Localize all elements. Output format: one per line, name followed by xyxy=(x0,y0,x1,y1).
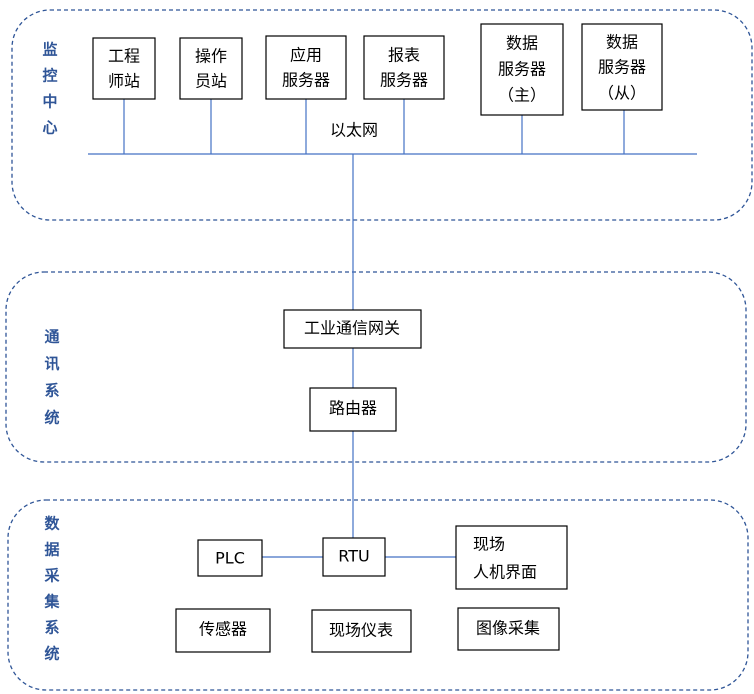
title-char: 据 xyxy=(44,541,59,559)
report-server-node: 报表 服务器 xyxy=(363,35,445,100)
node-box xyxy=(581,23,663,111)
title-char: 监 xyxy=(42,41,57,59)
ethernet-label: 以太网 xyxy=(330,121,378,140)
node-label: （主） xyxy=(498,86,546,105)
rtu-node: RTU xyxy=(322,537,386,577)
node-box xyxy=(283,309,422,349)
node-label: 员站 xyxy=(195,72,227,91)
title-char: 通 xyxy=(44,328,59,346)
node-box xyxy=(92,37,156,100)
data-acquisition-title: 数 据 采 集 系 统 xyxy=(43,515,60,663)
node-box xyxy=(197,539,263,577)
title-char: 讯 xyxy=(44,355,59,373)
plc-node: PLC xyxy=(197,539,263,577)
monitoring-center-title: 监 控 中 心 xyxy=(42,41,57,137)
node-label: 服务器 xyxy=(282,71,330,90)
node-label: 报表 xyxy=(388,46,420,65)
image-capture-node: 图像采集 xyxy=(457,607,560,651)
title-char: 统 xyxy=(44,409,59,427)
node-box xyxy=(175,608,271,653)
node-box xyxy=(311,609,412,653)
title-char: 数 xyxy=(44,515,60,533)
data-server-backup-node: 数据 服务器 （从） xyxy=(581,23,663,111)
title-char: 采 xyxy=(43,567,60,585)
communication-system-panel xyxy=(5,271,747,463)
node-label: 图像采集 xyxy=(476,619,540,638)
node-box xyxy=(457,607,560,651)
node-label: 服务器 xyxy=(598,58,646,77)
hmi-node: 现场 人机界面 xyxy=(455,525,568,590)
title-char: 系 xyxy=(44,382,59,400)
node-label: 现场 xyxy=(473,535,505,554)
gateway-node: 工业通信网关 xyxy=(283,309,422,349)
node-label: 工业通信网关 xyxy=(304,319,400,338)
node-label: 路由器 xyxy=(329,399,377,418)
node-label: 服务器 xyxy=(498,60,546,79)
title-char: 中 xyxy=(42,93,57,111)
title-char: 心 xyxy=(42,119,57,137)
title-char: 集 xyxy=(43,593,60,611)
title-char: 系 xyxy=(44,619,59,637)
node-box xyxy=(480,23,564,116)
node-box xyxy=(265,35,347,100)
node-label: 师站 xyxy=(108,72,140,91)
node-label: 工程 xyxy=(108,47,140,66)
op-station-node: 操作 员站 xyxy=(179,37,243,100)
node-box xyxy=(363,35,445,100)
app-server-node: 应用 服务器 xyxy=(265,35,347,100)
node-label: PLC xyxy=(215,549,245,568)
node-label: 服务器 xyxy=(380,71,428,90)
title-char: 控 xyxy=(42,67,57,85)
node-label: 应用 xyxy=(290,46,322,65)
sensor-node: 传感器 xyxy=(175,608,271,653)
communication-system-title: 通 讯 系 统 xyxy=(44,328,59,427)
node-label: RTU xyxy=(338,547,369,566)
node-label: 现场仪表 xyxy=(329,621,393,640)
node-label: 人机界面 xyxy=(473,563,537,582)
node-box xyxy=(179,37,243,100)
node-box xyxy=(455,525,568,590)
node-label: 数据 xyxy=(606,33,638,52)
eng-station-node: 工程 师站 xyxy=(92,37,156,100)
node-label: 操作 xyxy=(195,47,227,66)
node-label: 传感器 xyxy=(199,620,247,639)
node-label: 数据 xyxy=(506,34,538,53)
data-server-main-node: 数据 服务器 （主） xyxy=(480,23,564,116)
node-box xyxy=(309,387,397,432)
title-char: 统 xyxy=(44,645,59,663)
node-box xyxy=(322,537,386,577)
node-label: （从） xyxy=(598,84,646,103)
router-node: 路由器 xyxy=(309,387,397,432)
data-acquisition-panel xyxy=(7,499,749,691)
field-instrument-node: 现场仪表 xyxy=(311,609,412,653)
